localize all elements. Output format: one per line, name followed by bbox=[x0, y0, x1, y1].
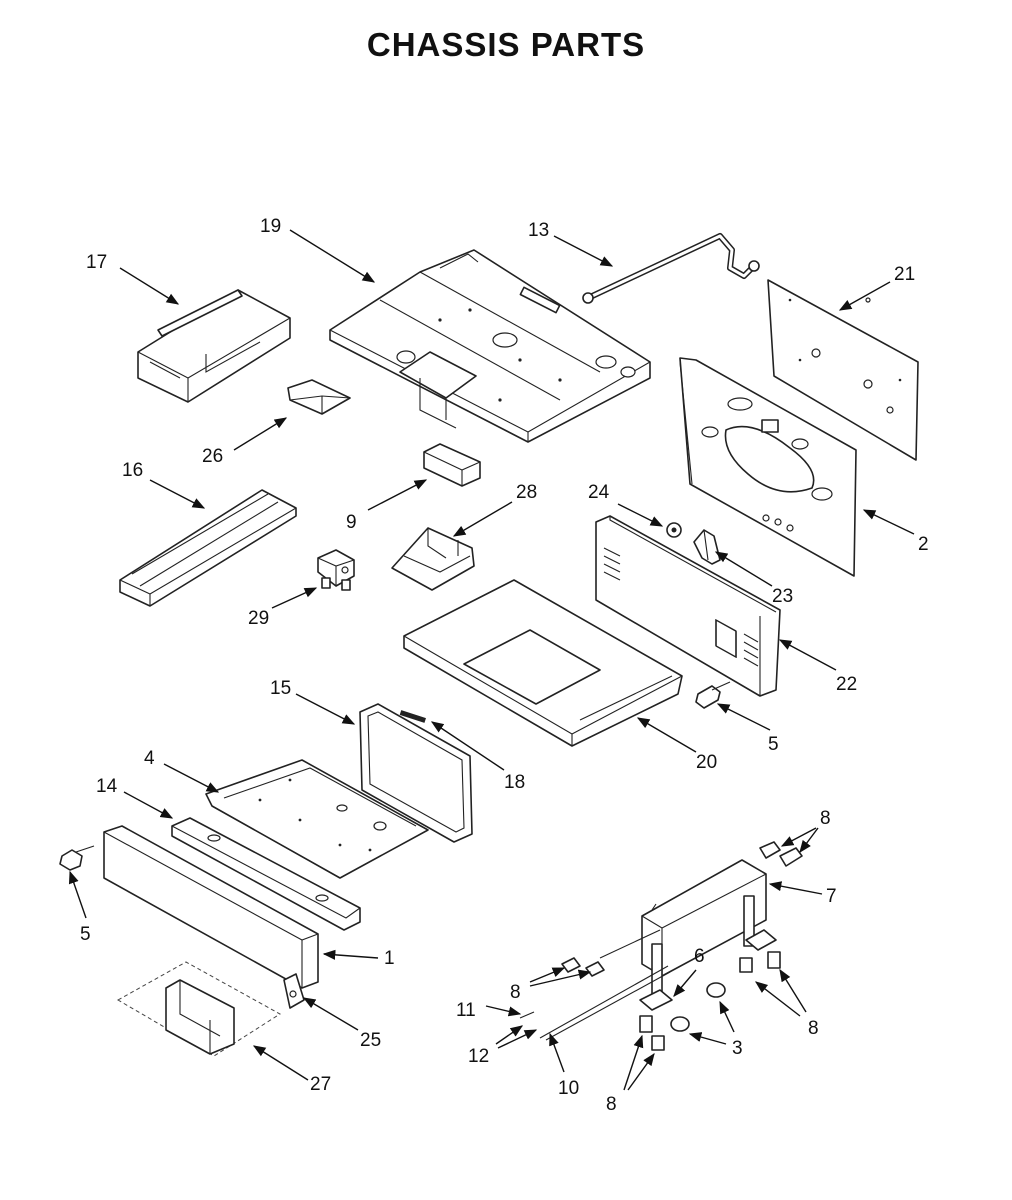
part-8-screw-left-1 bbox=[561, 957, 581, 973]
callout-22: 22 bbox=[836, 674, 857, 695]
part-20-frame bbox=[403, 579, 683, 747]
diagram-title: CHASSIS PARTS bbox=[366, 26, 646, 63]
part-29-valve bbox=[317, 549, 355, 591]
callout-23: 23 bbox=[772, 586, 793, 607]
callout-17: 17 bbox=[86, 252, 107, 273]
callout-13: 13 bbox=[528, 220, 549, 241]
callout-24: 24 bbox=[588, 482, 610, 503]
callout-6: 6 bbox=[694, 946, 705, 967]
callout-10: 10 bbox=[558, 1078, 579, 1099]
callout-18: 18 bbox=[504, 772, 525, 793]
callout-12: 12 bbox=[468, 1046, 489, 1067]
callout-26: 26 bbox=[202, 446, 223, 467]
part-8-screw-right-2 bbox=[767, 951, 781, 969]
part-15-gasket bbox=[359, 703, 473, 843]
part-2-rear-wall bbox=[679, 357, 857, 577]
callout-16: 16 bbox=[122, 460, 143, 481]
callout-1: 1 bbox=[384, 948, 395, 969]
part-3-igniter-1 bbox=[706, 982, 726, 998]
callout-20: 20 bbox=[696, 752, 717, 773]
callout-15: 15 bbox=[270, 678, 291, 699]
callout-5-left: 5 bbox=[80, 924, 91, 945]
callout-8-right: 8 bbox=[808, 1018, 819, 1039]
part-9-clip bbox=[423, 443, 481, 487]
callout-9: 9 bbox=[346, 512, 357, 533]
part-5-screw-right bbox=[695, 681, 731, 709]
part-16-rail bbox=[119, 489, 297, 607]
part-28-bracket bbox=[391, 527, 475, 591]
callout-25: 25 bbox=[360, 1030, 381, 1051]
leader-arrows bbox=[68, 229, 915, 1091]
part-17-bracket bbox=[137, 289, 291, 403]
part-27-box bbox=[116, 961, 281, 1057]
part-8-screw-right-1 bbox=[739, 957, 753, 973]
callout-14: 14 bbox=[96, 776, 118, 797]
callout-8-upper: 8 bbox=[820, 808, 831, 829]
callout-5-right: 5 bbox=[768, 734, 779, 755]
callout-2: 2 bbox=[918, 534, 929, 555]
part-23-bracket bbox=[693, 529, 721, 565]
part-8-screw-upper-1 bbox=[759, 841, 781, 859]
part-5-screw-left bbox=[59, 845, 95, 871]
callout-7: 7 bbox=[826, 886, 837, 907]
callout-labels: 17 19 13 21 26 16 9 28 24 2 23 29 22 15 … bbox=[80, 216, 929, 1115]
callout-29: 29 bbox=[248, 608, 269, 629]
part-8-screw-left-2 bbox=[585, 961, 605, 977]
part-1-front-trim bbox=[103, 825, 319, 989]
callout-19: 19 bbox=[260, 216, 281, 237]
callout-8-left: 8 bbox=[510, 982, 521, 1003]
part-24-switch bbox=[666, 522, 682, 538]
part-14-strip bbox=[171, 817, 361, 931]
part-22-housing bbox=[595, 515, 781, 697]
part-18-clip bbox=[399, 710, 426, 723]
callout-11: 11 bbox=[456, 1000, 476, 1021]
part-21-panel bbox=[767, 279, 919, 461]
part-8-screw-upper-2 bbox=[779, 847, 803, 867]
part-10-wire bbox=[539, 929, 671, 1041]
callout-3: 3 bbox=[732, 1038, 743, 1059]
part-19-base-pan bbox=[329, 249, 651, 443]
part-3-igniter-2 bbox=[670, 1016, 690, 1032]
callout-8-bottom: 8 bbox=[606, 1094, 617, 1115]
part-13-gas-tube bbox=[582, 233, 760, 304]
callout-28: 28 bbox=[516, 482, 537, 503]
part-8-screw-bottom-2 bbox=[651, 1035, 665, 1051]
part-11-pin bbox=[519, 1011, 535, 1019]
callout-21: 21 bbox=[894, 264, 915, 285]
part-7-burner-box bbox=[639, 859, 777, 1011]
part-26-bracket bbox=[287, 379, 351, 415]
callout-27: 27 bbox=[310, 1074, 331, 1095]
part-8-screw-bottom-1 bbox=[639, 1015, 653, 1033]
callout-4: 4 bbox=[144, 748, 155, 769]
part-4-cover-plate bbox=[205, 759, 429, 879]
